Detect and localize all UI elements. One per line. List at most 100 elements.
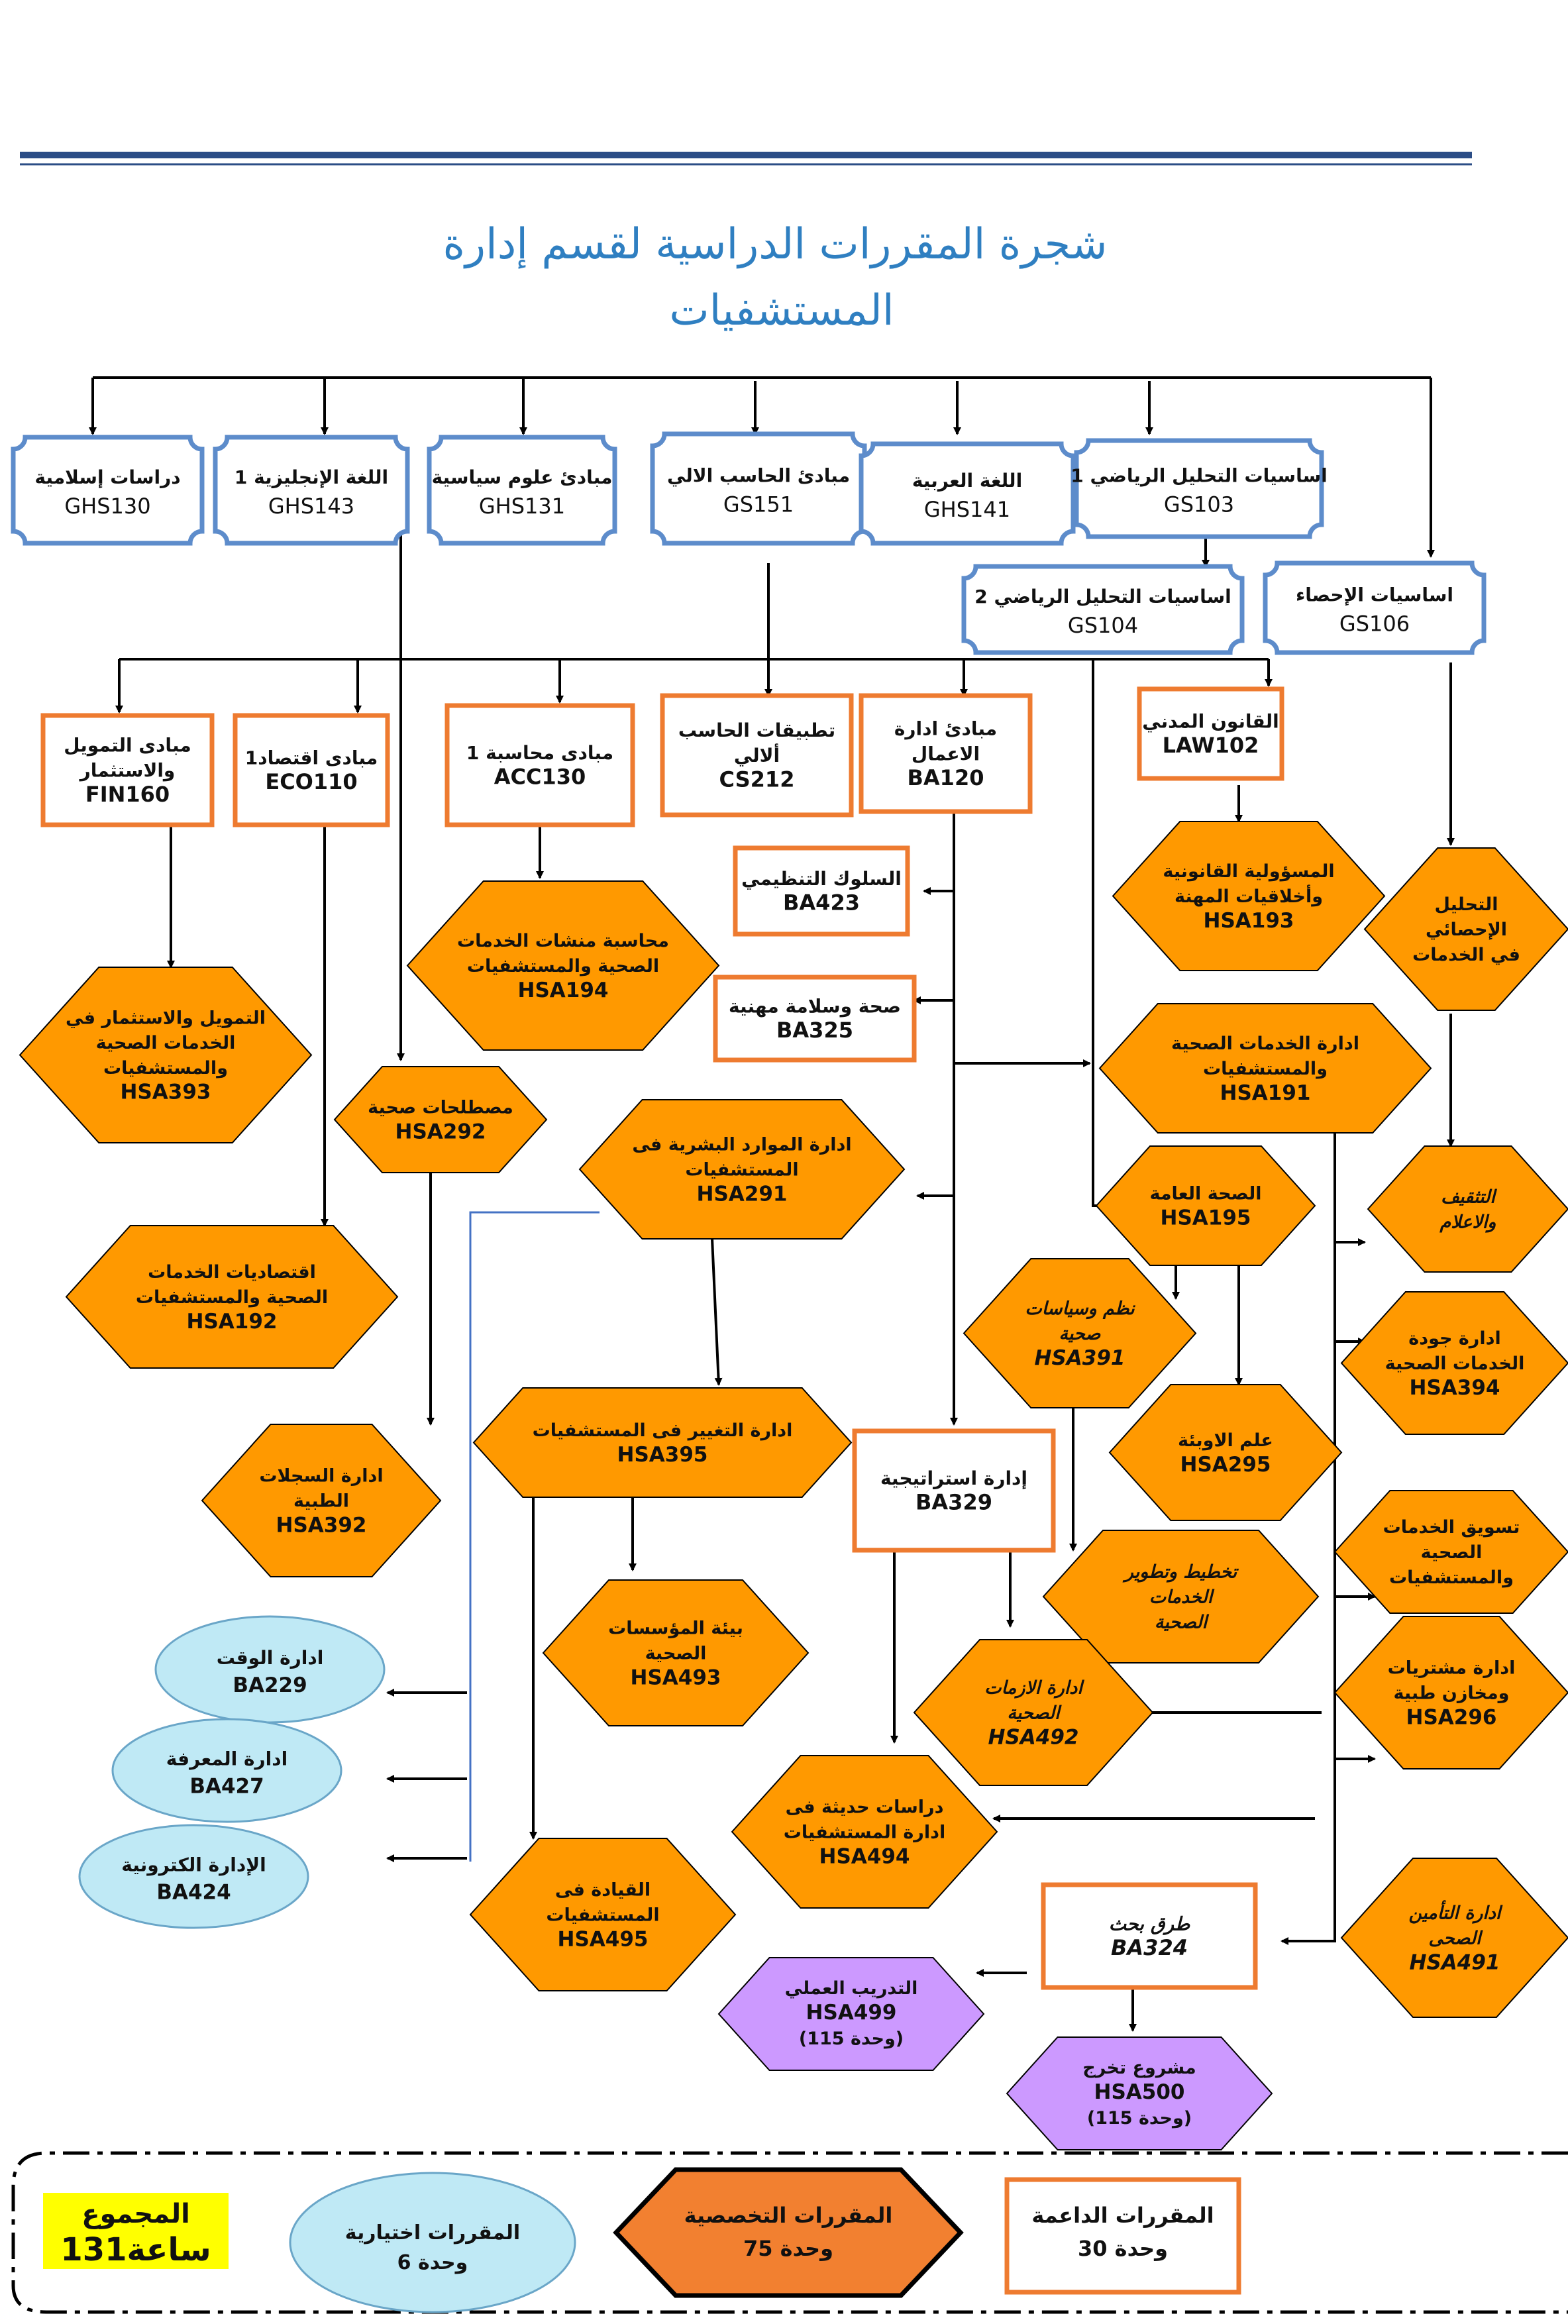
course-name: السلوك التنظيمي bbox=[741, 868, 902, 890]
course-name: الصحية bbox=[1007, 1703, 1062, 1723]
legend-support-units: 30 وحدة bbox=[1078, 2236, 1168, 2261]
course-name: اساسيات التحليل الرياضي 2 bbox=[974, 586, 1231, 607]
course-code: BA427 bbox=[189, 1775, 264, 1799]
course-code: HSA195 bbox=[1161, 1206, 1251, 1230]
course-name: دراسات حديثة فى bbox=[786, 1797, 944, 1818]
course-code: HSA193 bbox=[1204, 909, 1294, 933]
course-name: المسؤولية القانونية bbox=[1163, 861, 1334, 882]
course-name: علم الاوبئة bbox=[1178, 1430, 1273, 1451]
course-name: ادارة مشتريات bbox=[1388, 1658, 1516, 1679]
course-name: في الخدمات bbox=[1412, 945, 1520, 965]
course-code: HSA295 bbox=[1180, 1453, 1271, 1477]
course-name: الإحصائي bbox=[1426, 920, 1507, 940]
course-name: والمستشفيات bbox=[1389, 1567, 1514, 1588]
course-name: الصحى bbox=[1428, 1928, 1483, 1948]
legend-total-box bbox=[43, 2193, 229, 2269]
course-name: والاعلام bbox=[1439, 1212, 1496, 1233]
course-code: HSA395 bbox=[617, 1443, 708, 1467]
course-name: والاستثمار bbox=[79, 759, 176, 781]
course-name: الإدارة الكترونية bbox=[121, 1854, 266, 1876]
course-name: دراسات إسلامية bbox=[34, 466, 180, 489]
course-code: HSA394 bbox=[1410, 1376, 1500, 1400]
course-code: BA324 bbox=[1111, 1935, 1188, 1960]
course-name: التمويل والاستثمار في bbox=[66, 1008, 266, 1028]
legend-elective-units: 6 وحدة bbox=[397, 2251, 468, 2274]
course-code: BA424 bbox=[156, 1881, 231, 1905]
course-name: الطبية bbox=[293, 1491, 349, 1511]
legend-support-box bbox=[1004, 2177, 1241, 2295]
course-name: مبادئ علوم سياسية bbox=[432, 466, 613, 488]
course-code: HSA495 bbox=[558, 1927, 649, 1951]
prerequisite-connectors bbox=[89, 376, 1455, 2032]
course-name: ادارة الوقت bbox=[217, 1647, 324, 1669]
course-name: مبادئ الحاسب الالي bbox=[667, 465, 850, 487]
course-name: مشروع تخرج bbox=[1082, 2058, 1196, 2078]
course-credit: (115 وحدة) bbox=[1087, 2108, 1192, 2129]
course-code: BA423 bbox=[783, 890, 860, 916]
course-name: اللغة العربية bbox=[912, 470, 1022, 492]
course-name: تسويق الخدمات bbox=[1383, 1517, 1520, 1538]
course-name: التثقيف bbox=[1441, 1187, 1497, 1208]
legend-elective-label: المقررات اختيارية bbox=[345, 2221, 520, 2245]
course-code: FIN160 bbox=[85, 782, 170, 807]
course-code: HSA392 bbox=[276, 1513, 367, 1537]
course-name: الصحية bbox=[1421, 1542, 1483, 1563]
course-code: GS151 bbox=[723, 492, 794, 517]
course-code: HSA391 bbox=[1035, 1346, 1125, 1370]
course-name: تطبيقات الحاسب bbox=[678, 719, 835, 741]
course-name: اساسيات الإحصاء bbox=[1296, 584, 1453, 606]
course-name: المستشفيات bbox=[685, 1159, 798, 1180]
course-name: مصطلحات صحية bbox=[368, 1098, 513, 1118]
course-code: LAW102 bbox=[1163, 733, 1259, 758]
course-code: GHS143 bbox=[268, 494, 354, 519]
general-course-gs151: مبادئ الحاسب الالي GS151 bbox=[650, 431, 867, 546]
course-name: التحليل bbox=[1434, 894, 1498, 915]
legend-specialized-units: 75 وحدة bbox=[743, 2236, 833, 2261]
elective-bracket-line bbox=[469, 1211, 600, 1862]
legend-support-label: المقررات الداعمة bbox=[1031, 2203, 1214, 2228]
course-name: صحة وسلامة مهنية bbox=[729, 995, 901, 1017]
course-code: ECO110 bbox=[265, 769, 357, 794]
course-name: والمستشفيات bbox=[103, 1058, 228, 1079]
legend: المجموع 131ساعة المقررات اختيارية 6 وحدة… bbox=[11, 2151, 1568, 2314]
course-name: التدريب العملي bbox=[785, 1978, 918, 1999]
course-name: مبادى التمويل bbox=[64, 735, 191, 757]
course-name: المستشفيات bbox=[546, 1905, 659, 1925]
elective-course-ba424: الإدارة الكترونية BA424 bbox=[78, 1824, 309, 1929]
course-name: الاعمال bbox=[912, 743, 980, 765]
course-name: الخدمات الصحية bbox=[96, 1033, 236, 1053]
course-name: الخدمات الصحية bbox=[1385, 1353, 1525, 1374]
course-code: HSA492 bbox=[988, 1725, 1079, 1749]
legend-specialized-label: المقررات التخصصية bbox=[684, 2203, 893, 2228]
course-code: HSA500 bbox=[1094, 2080, 1185, 2104]
course-code: BA120 bbox=[908, 765, 984, 790]
course-name: مبادئ ادارة bbox=[894, 718, 997, 740]
course-name: الصحية والمستشفيات bbox=[467, 956, 659, 977]
course-name: بيئة المؤسسات bbox=[608, 1618, 743, 1639]
course-name: الصحية والمستشفيات bbox=[136, 1287, 328, 1308]
diagram-title-line1: شجرة المقررات الدراسية لقسم إدارة bbox=[443, 220, 1108, 269]
course-name: مبادى محاسبة 1 bbox=[466, 742, 613, 764]
legend-total-value: 131ساعة bbox=[60, 2231, 211, 2268]
specialized-course-hsa_edu: التثقيف والاعلام bbox=[1367, 1145, 1568, 1273]
